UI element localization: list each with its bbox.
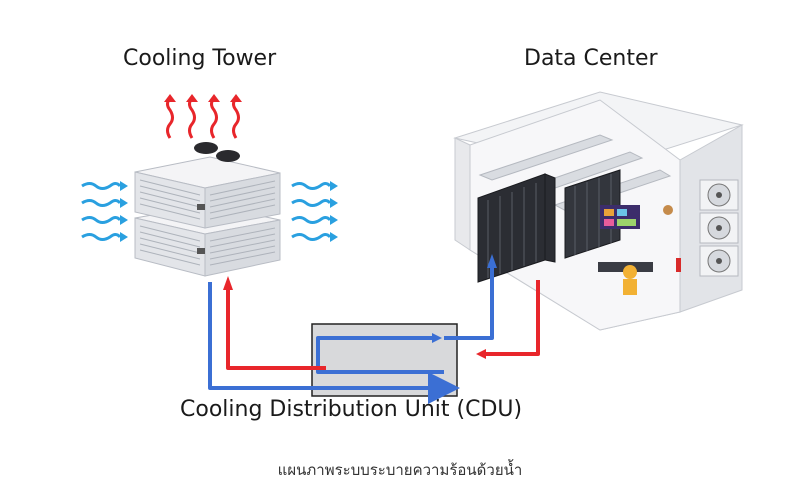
wavy-right-arrow-icon (81, 181, 128, 191)
wavy-up-arrow-icon (186, 94, 198, 139)
wavy-up-arrow-icon (164, 94, 176, 139)
wavy-right-arrow-icon (291, 181, 338, 191)
wavy-right-arrow-icon (81, 232, 128, 242)
cdu-label: Cooling Distribution Unit (CDU) (180, 397, 523, 422)
diagram-caption: แผนภาพระบบระบายความร้อนด้วยน้ำ (277, 461, 523, 479)
wavy-right-arrow-icon (81, 198, 128, 208)
cold-pipe-tower (208, 282, 460, 404)
cooling-tower (134, 142, 281, 277)
wavy-right-arrow-icon (81, 215, 128, 225)
wavy-up-arrow-icon (208, 94, 220, 139)
wavy-right-arrow-icon (291, 198, 338, 208)
cold-pipe-datacenter (444, 262, 494, 340)
data-center-label: Data Center (524, 46, 658, 71)
intake-arrows-right (291, 181, 338, 242)
cold-pipe-cdu-inner (316, 336, 444, 374)
wavy-up-arrow-icon (230, 94, 242, 139)
hot-pipe-datacenter (480, 280, 540, 356)
wavy-right-arrow-icon (291, 215, 338, 225)
coolant-pipes (208, 254, 540, 404)
outdoor-condenser-icon (699, 179, 739, 277)
cooling-tower-label: Cooling Tower (123, 46, 277, 71)
data-center-room (453, 91, 744, 331)
exhaust-arrows (164, 94, 242, 139)
intake-arrows-left (81, 181, 128, 242)
wavy-right-arrow-icon (291, 232, 338, 242)
